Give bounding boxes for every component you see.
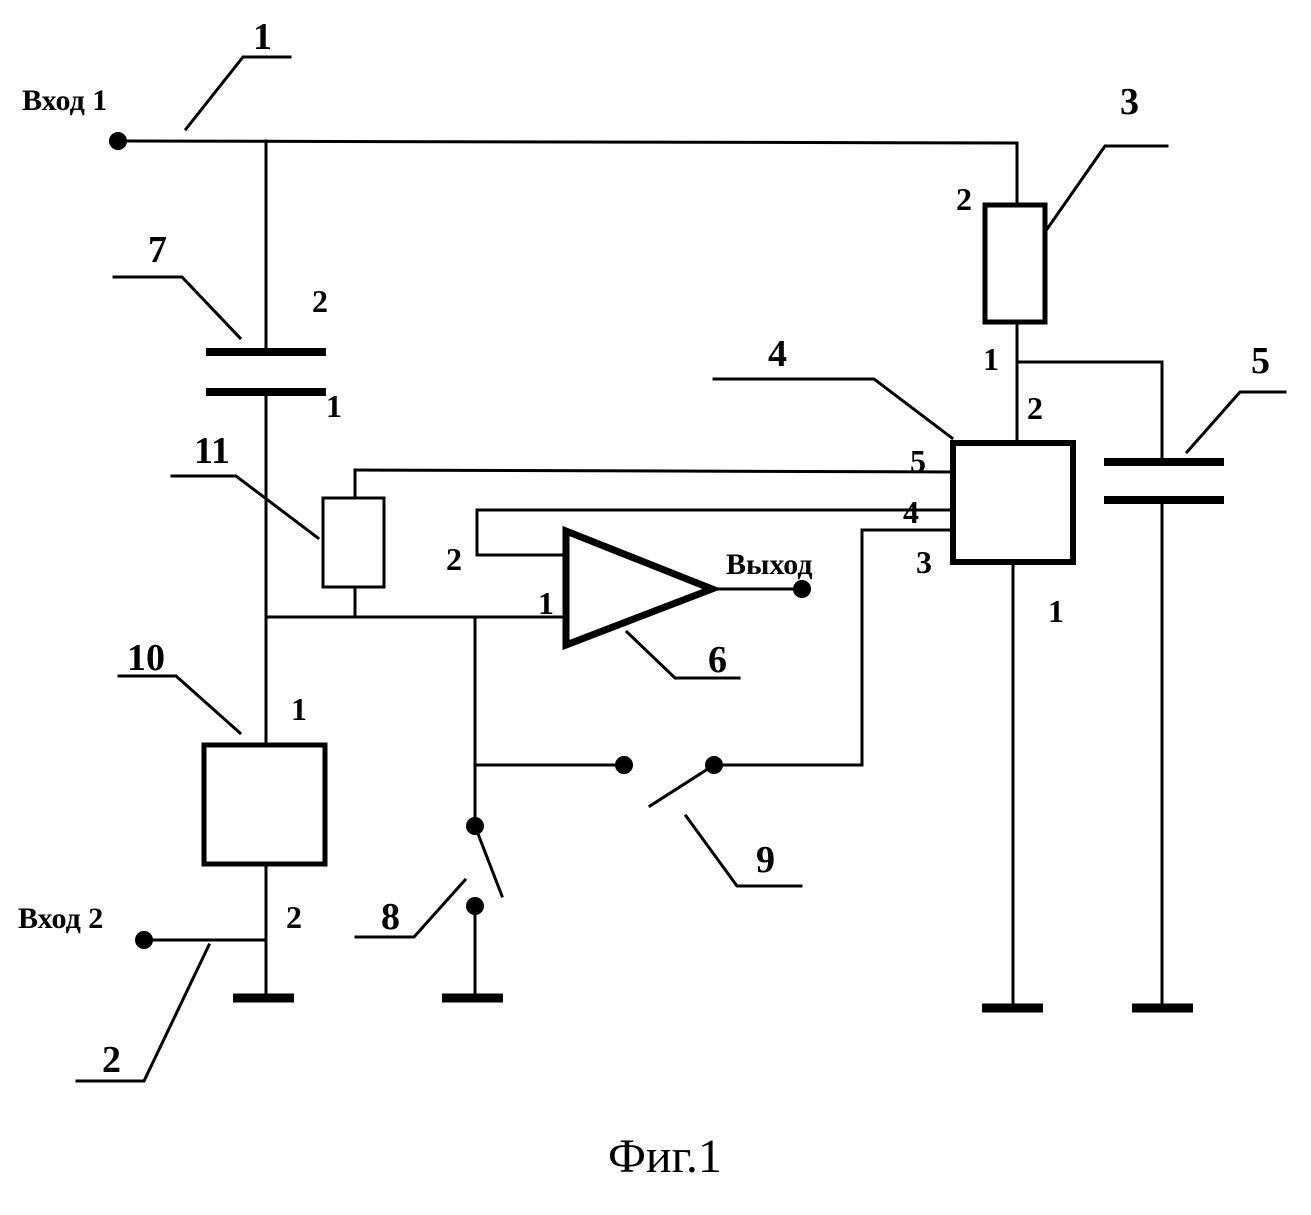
reference-numerals: 1 3 7 4 5 11 6 10 8 9 2 [102, 16, 1270, 1081]
input2-label: Вход 2 [18, 902, 103, 935]
ref-9: 9 [756, 839, 775, 881]
pin-b4-1: 1 [1048, 593, 1064, 629]
amplifier-6 [566, 531, 712, 645]
block-4 [953, 443, 1073, 562]
ref-10: 10 [127, 637, 165, 679]
figure-caption: Фиг.1 [608, 1130, 722, 1183]
pin-b4-3: 3 [916, 544, 932, 580]
pin-b4-5: 5 [910, 443, 926, 479]
ref-3: 3 [1120, 81, 1139, 123]
input2-terminal [135, 931, 153, 949]
pin-c7-bot: 1 [326, 388, 342, 424]
ref-4: 4 [768, 333, 787, 375]
pin-b10-1: 1 [291, 691, 307, 727]
ref-8: 8 [381, 896, 400, 938]
leader-lines [77, 57, 1285, 1081]
ref-5: 5 [1251, 340, 1270, 382]
pin-amp-1: 1 [538, 585, 554, 621]
switch-8 [466, 817, 502, 915]
pin-b4-2: 2 [1027, 390, 1043, 426]
switch-9 [615, 756, 723, 806]
capacitor-7 [206, 352, 326, 392]
ground-symbols [233, 998, 1193, 1008]
ref-7: 7 [148, 229, 167, 271]
input1-label: Вход 1 [22, 84, 107, 117]
capacitor-5 [1104, 462, 1224, 500]
block-10 [204, 745, 325, 864]
resistor-11 [323, 498, 384, 587]
output-terminal [793, 580, 811, 598]
pin-numbers: 2 1 2 1 2 5 4 3 1 2 1 1 2 [286, 181, 1064, 935]
pin-b10-2: 2 [286, 899, 302, 935]
pin-amp-2: 2 [446, 541, 462, 577]
input1-terminal [109, 132, 127, 150]
resistor-3 [985, 205, 1045, 322]
pin-b4-4: 4 [903, 494, 919, 530]
pin-r3-bot: 1 [983, 341, 999, 377]
ref-6: 6 [708, 639, 727, 681]
ref-2: 2 [102, 1039, 121, 1081]
ref-1: 1 [253, 16, 272, 58]
ref-11: 11 [194, 430, 230, 472]
pin-r3-top: 2 [956, 181, 972, 217]
pin-c7-top: 2 [312, 283, 328, 319]
output-label: Выход [726, 548, 813, 581]
